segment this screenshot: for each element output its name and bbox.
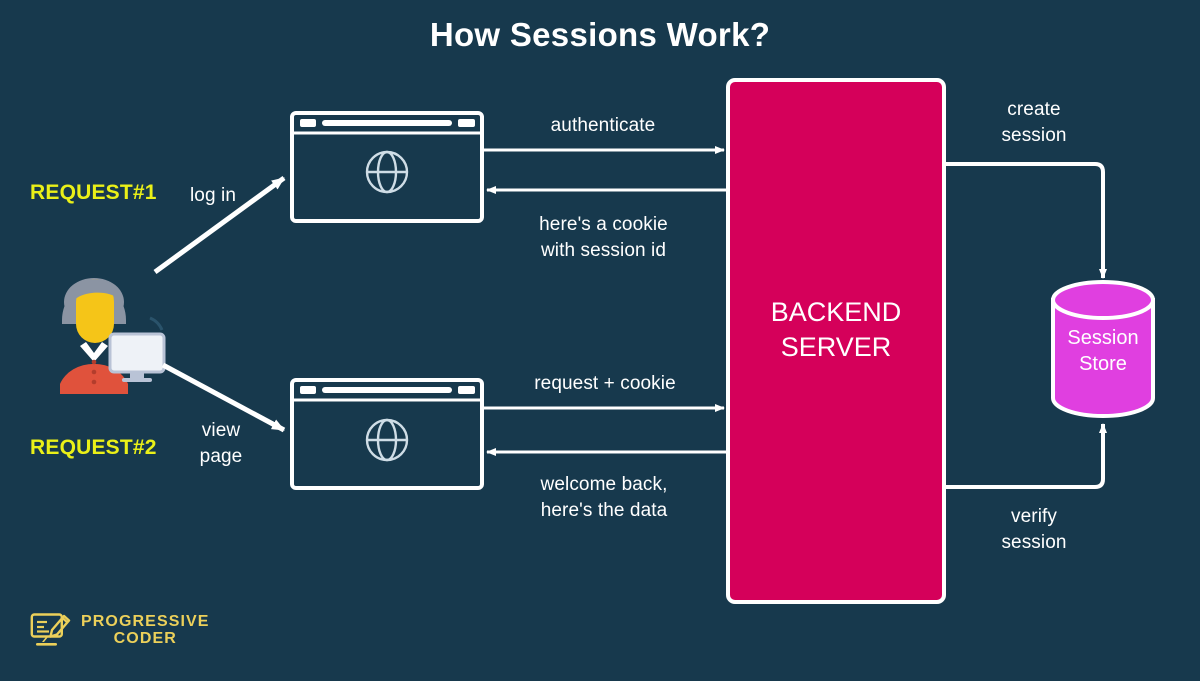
globe-icon: [365, 418, 409, 462]
request-1-action: log in: [189, 185, 237, 206]
flow-welcome-response-label: welcome back, here's the data: [540, 474, 668, 521]
flow-verify-session-arrow: [946, 423, 1107, 489]
brand-logo: PROGRESSIVE CODER: [30, 612, 210, 650]
request-2-action: view page: [199, 420, 243, 467]
flow-cookie-response-label: here's a cookie with session id: [539, 214, 668, 261]
session-store-label: Session Store: [1067, 327, 1139, 375]
logo-line-2: CODER: [113, 630, 177, 647]
flow-create-session-arrow: [946, 162, 1107, 279]
logo-line-1: PROGRESSIVE: [81, 613, 210, 631]
request-2-tag: REQUEST#2: [30, 436, 157, 459]
backend-server-label: BACKEND SERVER: [770, 297, 902, 362]
browser-window-bottom: [290, 378, 484, 490]
flow-authenticate-label: authenticate: [550, 115, 656, 136]
browser-window-top: [290, 111, 484, 223]
user-avatar-icon: [60, 278, 166, 394]
page-title: How Sessions Work?: [429, 16, 771, 53]
flow-login-arrow: [153, 175, 286, 275]
flow-verify-session-label: verify session: [1001, 506, 1067, 553]
request-1-tag: REQUEST#1: [30, 181, 157, 204]
flow-viewpage-arrow: [161, 362, 286, 433]
flow-request-cookie-label: request + cookie: [534, 373, 676, 394]
session-store-node: [1051, 280, 1155, 418]
backend-server-node: [726, 78, 946, 604]
globe-icon: [365, 150, 409, 194]
flow-create-session-label: create session: [1001, 99, 1067, 146]
monitor-pencil-icon: [30, 613, 71, 646]
